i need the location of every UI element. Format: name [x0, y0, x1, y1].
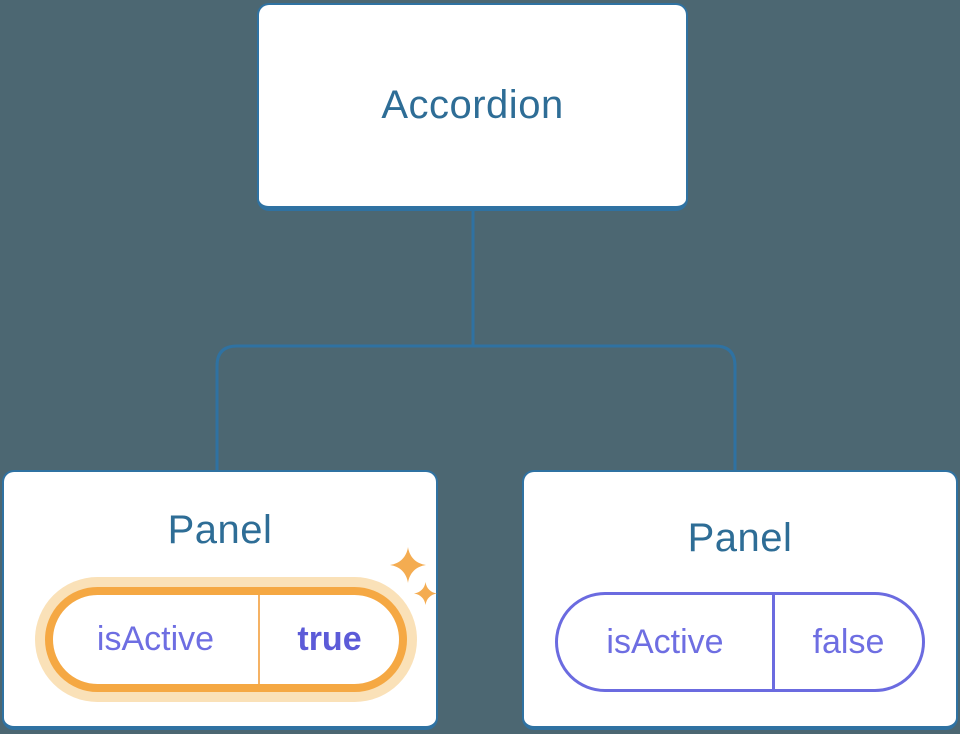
- panel-node-label: Panel: [687, 516, 793, 560]
- panel-node-active: Panel isActive true: [2, 470, 438, 730]
- accordion-node-label: Accordion: [381, 83, 564, 127]
- panel-node-inactive: Panel isActive false: [522, 470, 958, 730]
- sparkle-icon: [414, 582, 437, 605]
- pill-divider: [258, 595, 260, 684]
- state-prop-value: true: [297, 620, 362, 658]
- state-pill-inactive: isActive false: [555, 592, 925, 692]
- pill-divider: [772, 595, 775, 689]
- panel-node-label: Panel: [167, 508, 273, 552]
- state-prop-value: false: [812, 622, 885, 661]
- state-prop-name: isActive: [96, 620, 215, 658]
- accordion-node: Accordion: [257, 3, 688, 211]
- state-prop-name: isActive: [606, 622, 724, 661]
- state-pill-active: isActive true: [45, 587, 407, 692]
- sparkle-icon: [390, 547, 426, 583]
